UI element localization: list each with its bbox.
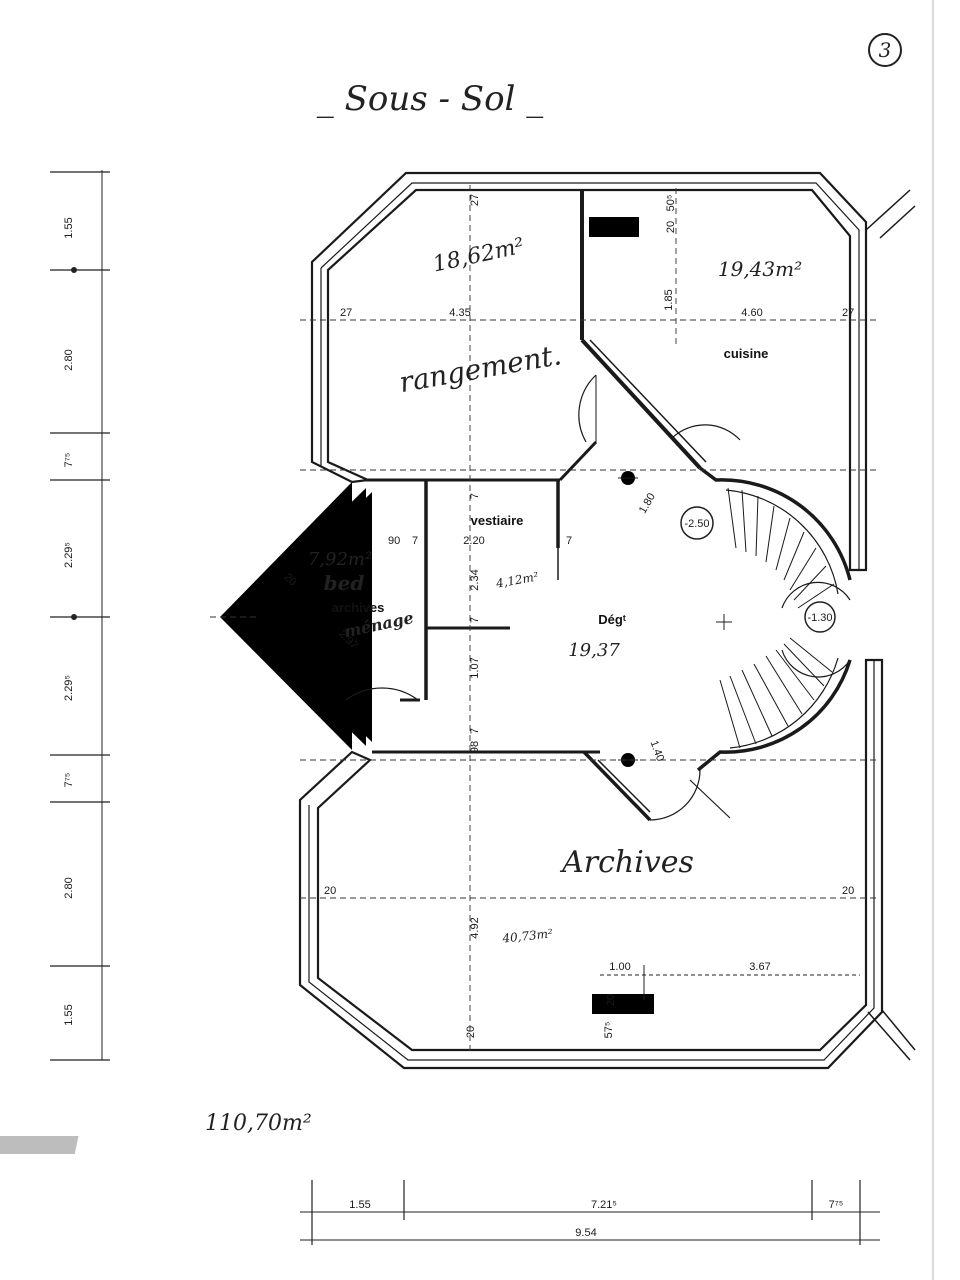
left-dim-5: 2.29⁵ [63,675,75,701]
page-number: 3 [868,33,902,67]
svg-text:2.20: 2.20 [463,535,484,547]
left-dim-1: 1.55 [63,217,75,238]
vestiaire-area: 4,12m² [494,569,540,590]
left-dim-6: 7⁷⁵ [63,773,75,788]
plan-title: _ Sous - Sol _ [317,79,543,119]
svg-text:4.92: 4.92 [469,917,481,938]
svg-text:27: 27 [842,307,854,319]
svg-text:3: 3 [879,38,892,62]
svg-text:1.07: 1.07 [469,657,481,678]
left-dim-2: 2.80 [63,349,75,370]
svg-text:1.00: 1.00 [609,961,630,973]
cuisine-area: 19,43m² [718,257,802,281]
left-dim-3: 7⁷⁵ [63,453,75,468]
svg-text:7: 7 [469,728,481,734]
total-area: 110,70m² [0,1111,312,1154]
svg-text:7: 7 [469,493,481,499]
svg-text:1.80: 1.80 [637,491,658,516]
bed-label: bed [324,571,365,595]
svg-text:3.67: 3.67 [749,961,770,973]
bottom-dim-b: 7.21⁵ [591,1199,617,1211]
svg-text:7: 7 [412,535,418,547]
degt-area: 19,37 [568,640,620,661]
left-dim-8: 1.55 [63,1004,75,1025]
svg-text:20: 20 [605,994,617,1006]
level-lower: -1.30 [804,601,836,633]
construction-lines [210,185,880,1055]
inner-dimensions: 27 27 50⁵ 20 4.35 1.85 4.60 27 1.80 90 7… [282,194,860,1039]
level-upper: -2.50 [680,506,714,540]
svg-text:57⁵: 57⁵ [603,1022,615,1039]
left-dim-7: 2.80 [63,877,75,898]
svg-text:-1.30: -1.30 [807,612,832,624]
hall-center-mark [716,614,732,630]
svg-text:20: 20 [842,885,854,897]
svg-text:90: 90 [388,535,400,547]
archives-small-label: archives [332,600,385,615]
bottom-dim-c: 7⁷⁵ [829,1199,844,1211]
svg-text:1.85: 1.85 [663,289,675,310]
cuisine-label: cuisine [724,346,769,361]
svg-text:7: 7 [469,617,481,623]
svg-text:20: 20 [465,1026,477,1038]
svg-text:4.60: 4.60 [741,307,762,319]
rangement-label: rangement. [397,338,564,399]
bed-area: 7,92m² [308,549,372,570]
svg-text:27: 27 [340,307,352,319]
archives-area: 40,73m² [501,926,554,945]
bottom-dim-total: 9.54 [575,1227,596,1239]
svg-text:1.40: 1.40 [648,739,667,763]
archives-label: Archives [559,845,694,880]
svg-text:2.34: 2.34 [469,569,481,590]
svg-text:27: 27 [469,194,481,206]
left-dim-4: 2.29⁵ [63,542,75,568]
bottom-dim-a: 1.55 [349,1199,370,1211]
svg-text:20: 20 [324,885,336,897]
degt-label: Dégᵗ [598,612,626,627]
svg-text:-2.50: -2.50 [684,518,709,530]
svg-text:110,70m²: 110,70m² [205,1111,312,1136]
rangement-area: 18,62m² [431,234,527,278]
svg-text:7: 7 [566,535,572,547]
svg-text:4.35: 4.35 [449,307,470,319]
left-dimension-chain: 1.55 2.80 7⁷⁵ 2.29⁵ 2.29⁵ 7⁷⁵ 2.80 1.55 [50,170,110,1061]
bottom-dimension-chain: 1.55 7.21⁵ 7⁷⁵ 9.54 [300,1180,880,1245]
svg-text:50⁵: 50⁵ [665,195,677,212]
walls [220,171,916,1070]
svg-text:20: 20 [665,221,677,233]
svg-text:98: 98 [469,741,481,753]
vestiaire-label: vestiaire [471,513,524,528]
